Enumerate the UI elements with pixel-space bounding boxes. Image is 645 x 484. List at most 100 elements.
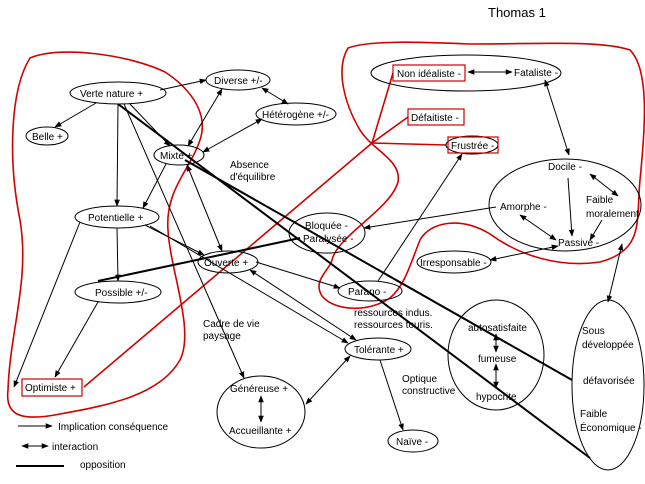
node-possible: Possible +/- xyxy=(95,288,148,299)
map-title: Thomas 1 xyxy=(488,5,546,20)
node-faible-moralement-2: moralement xyxy=(586,209,639,220)
annotation-absence: Absence xyxy=(230,160,269,171)
annotation-ressources-indus: ressources indus. xyxy=(354,308,432,319)
red-label-boxes xyxy=(21,64,499,397)
docile-to-passive xyxy=(567,177,575,237)
frustree-box xyxy=(447,136,499,154)
node-labels: Verte nature + Belle + Diverse +/- Hétér… xyxy=(25,68,642,448)
right-red-outline xyxy=(318,41,645,309)
faible-moralement-to-passive xyxy=(589,219,603,241)
node-fataliste: Fataliste - xyxy=(514,68,558,79)
tolerante-to-naive xyxy=(379,359,404,431)
node-verte-nature: Verte nature + xyxy=(80,89,143,100)
opposition-mixte-defavorisee xyxy=(184,159,573,381)
node-amorphe: Amorphe - xyxy=(500,202,547,213)
node-accueillante: Accueillante + xyxy=(229,426,292,437)
verte-to-potentielle xyxy=(114,103,120,207)
left-red-outline xyxy=(6,51,203,418)
annotation-equilibre: d'équilibre xyxy=(230,172,276,183)
node-non-idealiste: Non idéaliste - xyxy=(397,69,461,80)
node-autosatisfaite: autosatisfaite xyxy=(468,323,527,334)
potentielle-to-possible xyxy=(115,227,121,282)
node-potentielle: Potentielle + xyxy=(88,213,143,224)
non-idealiste-ellipse xyxy=(370,54,562,92)
annotation-optique: Optique xyxy=(402,374,437,385)
mixte-ouverte xyxy=(186,164,223,252)
node-faible-economique-2: Économique - xyxy=(580,421,642,434)
amorphe-to-bloquee xyxy=(363,206,497,230)
red-highlight-outlines xyxy=(6,41,645,418)
node-optimiste: Optimiste + xyxy=(25,383,76,394)
node-bloquee: Bloquée - xyxy=(305,221,348,232)
node-irresponsable: Irresponsable - xyxy=(420,258,487,269)
legend: Implication conséquence interaction oppo… xyxy=(16,422,169,471)
heterogene-ellipse xyxy=(255,102,337,126)
ouverte-tolerante xyxy=(249,269,357,341)
node-heterogene: Hétérogène +/- xyxy=(262,110,329,121)
verte-to-belle xyxy=(54,102,97,128)
belle-ellipse xyxy=(25,126,69,146)
fataliste-docile xyxy=(544,79,570,156)
node-tolerante: Tolérante + xyxy=(354,345,404,356)
verte-to-diverse xyxy=(159,78,207,91)
possible-to-optimiste xyxy=(54,301,99,378)
autosatisfaite-cluster-ellipse xyxy=(447,299,545,411)
ouverte-to-parano xyxy=(255,261,341,289)
mixte-to-potentielle xyxy=(142,163,167,209)
verte-to-mixte xyxy=(129,103,171,147)
annotation-ressources-touris: ressources touris. xyxy=(354,320,433,331)
node-passive: Passive - xyxy=(558,238,599,249)
node-parano: Parano - xyxy=(348,287,386,298)
tolerante-ellipse xyxy=(344,337,412,361)
node-sous-developpee-1: Sous xyxy=(582,326,605,337)
red-link-defaitiste xyxy=(371,116,409,144)
defaitiste-box xyxy=(407,108,465,126)
node-faible-moralement-1: Faible xyxy=(586,195,614,206)
docile-faible-moralement xyxy=(589,173,619,197)
bloquee-ellipse xyxy=(288,212,366,254)
mixte-ellipse xyxy=(153,144,205,166)
node-faible-economique-1: Faible xyxy=(580,409,608,420)
red-link-frustree xyxy=(371,142,447,146)
node-shapes xyxy=(25,54,645,471)
node-naive: Naïve - xyxy=(396,437,428,448)
node-ouverte: Ouverte + xyxy=(204,258,248,269)
node-belle: Belle + xyxy=(32,132,63,143)
passive-sous-developpee xyxy=(606,243,624,303)
annotation-paysage: paysage xyxy=(203,331,241,342)
node-fumeuse: fumeuse xyxy=(478,354,517,365)
annotation-constructive: constructive xyxy=(402,386,456,397)
diverse-mixte xyxy=(187,88,223,147)
ouverte-ellipse xyxy=(197,250,259,274)
node-paralysee: Paralysée - xyxy=(303,234,354,245)
heterogene-mixte xyxy=(202,118,263,153)
potentielle-to-optimiste xyxy=(13,221,81,388)
annotations: Absence d'équilibre Cadre de vie paysage… xyxy=(203,160,456,397)
passive-irresponsable xyxy=(489,244,559,262)
annotation-cadre-de-vie: Cadre de vie xyxy=(203,319,260,330)
legend-implication-label: Implication conséquence xyxy=(58,422,169,433)
node-frustree: Frustrée - xyxy=(451,141,494,152)
node-diverse: Diverse +/- xyxy=(214,76,263,87)
relation-lines xyxy=(13,69,624,431)
node-genereuse: Généreuse + xyxy=(230,384,288,395)
irresponsable-ellipse xyxy=(416,250,492,274)
node-defaitiste: Défaitiste - xyxy=(411,113,459,124)
docile-cluster-ellipse xyxy=(488,158,642,252)
optimiste-box xyxy=(21,378,83,397)
red-link-optimiste xyxy=(83,142,373,388)
node-mixte: Mixte + xyxy=(160,151,193,162)
tolerante-genereuse xyxy=(305,355,351,405)
diverse-heterogene xyxy=(261,87,289,105)
node-defavorisee: défavorisée xyxy=(583,376,635,387)
verte-to-genereuse xyxy=(123,103,245,379)
legend-opposition-label: opposition xyxy=(80,460,126,471)
red-link-non-idealiste xyxy=(371,72,394,144)
naive-ellipse xyxy=(387,429,439,453)
parano-to-frustree xyxy=(377,153,463,282)
node-hypocrite: hypocrite xyxy=(476,392,517,403)
genereuse-ellipse xyxy=(216,375,306,449)
node-docile: Docile - xyxy=(548,162,582,173)
opposition-possible-bloquee xyxy=(97,237,301,282)
